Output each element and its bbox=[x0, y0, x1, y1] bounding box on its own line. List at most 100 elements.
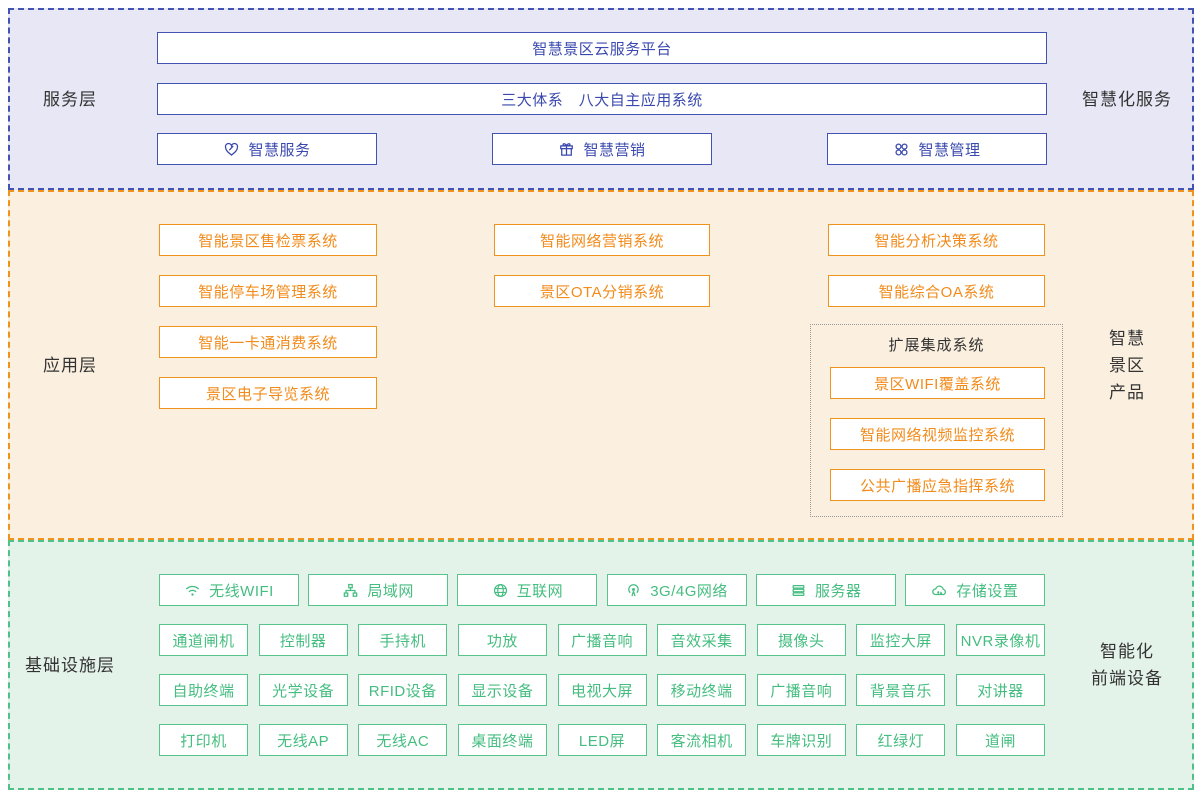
smart-management-box: 智慧管理 bbox=[827, 133, 1047, 165]
infrastructure-layer-label: 基础设施层 bbox=[10, 542, 130, 788]
extension-systems-group: 扩展集成系统 景区WIFI覆盖系统 智能网络视频监控系统 公共广播应急指挥系统 bbox=[810, 324, 1063, 517]
infrastructure-layer-right-label: 智能化 前端设备 bbox=[1062, 542, 1192, 788]
infrastructure-layer: 基础设施层 智能化 前端设备 无线WIFI bbox=[8, 540, 1194, 790]
box-label: 智能综合OA系统 bbox=[878, 283, 995, 301]
right-label-line: 智能化 bbox=[1100, 642, 1154, 661]
smart-marketing-box: 智慧营销 bbox=[492, 133, 712, 165]
box-label: 移动终端 bbox=[670, 682, 733, 700]
box-label: 道闸 bbox=[984, 732, 1016, 750]
box-label: 存储设置 bbox=[956, 582, 1019, 600]
four-circles-icon bbox=[893, 141, 910, 158]
device-box: 对讲器 bbox=[956, 674, 1045, 706]
device-box: 红绿灯 bbox=[856, 724, 946, 756]
box-label: 互联网 bbox=[516, 582, 564, 600]
box-label: 显示设备 bbox=[471, 682, 534, 700]
device-box: 功放 bbox=[457, 624, 547, 656]
lan-box: 局域网 bbox=[308, 574, 449, 606]
box-label: 服务器 bbox=[814, 582, 862, 600]
broadcast-emergency-system-box: 公共广播应急指挥系统 bbox=[830, 469, 1045, 501]
extension-group-title: 扩展集成系统 bbox=[888, 337, 985, 354]
device-box: NVR录像机 bbox=[956, 624, 1045, 656]
device-box: 背景音乐 bbox=[856, 674, 946, 706]
box-label: 智能一卡通消费系统 bbox=[198, 334, 338, 352]
right-label-line: 前端设备 bbox=[1091, 669, 1163, 688]
heart-icon bbox=[223, 141, 240, 158]
mobile-network-box: 3G/4G网络 bbox=[606, 574, 747, 606]
storage-box: 存储设置 bbox=[904, 574, 1045, 606]
device-box: LED屏 bbox=[557, 724, 647, 756]
box-label: 无线AP bbox=[277, 732, 330, 750]
box-label: 客流相机 bbox=[670, 732, 733, 750]
systems-summary-box: 三大体系 八大自主应用系统 bbox=[157, 83, 1047, 115]
service-layer: 服务层 智慧化服务 智慧景区云服务平台 三大体系 八大自主应用系统 智慧服务 bbox=[8, 8, 1194, 190]
device-box: 桌面终端 bbox=[457, 724, 547, 756]
box-label: 红绿灯 bbox=[877, 732, 925, 750]
box-label: 智能网络营销系统 bbox=[539, 232, 664, 250]
box-label: 车牌识别 bbox=[770, 732, 833, 750]
server-icon bbox=[790, 582, 807, 599]
video-surveillance-system-box: 智能网络视频监控系统 bbox=[830, 418, 1045, 450]
parking-system-box: 智能停车场管理系统 bbox=[159, 275, 377, 307]
network-row: 无线WIFI 局域网 bbox=[159, 574, 1045, 606]
application-layer: 应用层 智慧 景区 产品 智能景区售检票系统 智能停车场管理系统 智能一卡通消费… bbox=[8, 190, 1194, 540]
box-label: 广播音响 bbox=[570, 632, 633, 650]
smart-service-label: 智慧服务 bbox=[248, 141, 311, 159]
wireless-wifi-box: 无线WIFI bbox=[159, 574, 299, 606]
wifi-coverage-system-box: 景区WIFI覆盖系统 bbox=[830, 367, 1045, 399]
device-box: 客流相机 bbox=[657, 724, 747, 756]
device-box: 自助终端 bbox=[159, 674, 248, 706]
box-label: 智能停车场管理系统 bbox=[198, 283, 338, 301]
box-label: 通道闸机 bbox=[172, 632, 235, 650]
device-box: 摄像头 bbox=[756, 624, 846, 656]
box-label: RFID设备 bbox=[368, 682, 437, 700]
box-label: 智能分析决策系统 bbox=[874, 232, 999, 250]
lan-icon bbox=[342, 582, 359, 599]
box-label: 景区电子导览系统 bbox=[205, 385, 330, 403]
device-box: 电视大屏 bbox=[557, 674, 647, 706]
ota-distribution-system-box: 景区OTA分销系统 bbox=[494, 275, 710, 307]
device-row-1: 通道闸机 控制器 手持机 功放 广播音响 音效采集 摄像头 监控大屏 NVR录像… bbox=[159, 624, 1045, 656]
right-label-line: 景区 bbox=[1109, 355, 1145, 375]
device-box: 移动终端 bbox=[657, 674, 747, 706]
right-label-line: 产品 bbox=[1109, 382, 1145, 402]
service-layer-right-label-text: 智慧化服务 bbox=[1082, 89, 1172, 109]
box-label: 监控大屏 bbox=[869, 632, 932, 650]
smart-marketing-label: 智慧营销 bbox=[583, 141, 646, 159]
cloud-storage-icon bbox=[931, 582, 948, 599]
cloud-platform-label: 智慧景区云服务平台 bbox=[532, 40, 672, 58]
device-box: 道闸 bbox=[956, 724, 1045, 756]
server-box: 服务器 bbox=[755, 574, 896, 606]
box-label: 控制器 bbox=[279, 632, 327, 650]
box-label: 无线WIFI bbox=[209, 582, 274, 600]
wifi-icon bbox=[184, 582, 201, 599]
smart-management-label: 智慧管理 bbox=[918, 141, 981, 159]
device-row-2: 自助终端 光学设备 RFID设备 显示设备 电视大屏 移动终端 广播音响 背景音… bbox=[159, 674, 1045, 706]
device-box: 音效采集 bbox=[657, 624, 747, 656]
device-box: 广播音响 bbox=[756, 674, 846, 706]
box-label: 自助终端 bbox=[172, 682, 235, 700]
infrastructure-layer-label-text: 基础设施层 bbox=[25, 655, 115, 675]
box-label: 背景音乐 bbox=[869, 682, 932, 700]
box-label: 公共广播应急指挥系统 bbox=[859, 477, 1015, 495]
ticketing-system-box: 智能景区售检票系统 bbox=[159, 224, 377, 256]
systems-summary-label: 三大体系 八大自主应用系统 bbox=[501, 91, 703, 109]
box-label: LED屏 bbox=[578, 732, 626, 750]
application-layer-label: 应用层 bbox=[10, 192, 130, 538]
box-label: 摄像头 bbox=[777, 632, 825, 650]
oa-system-box: 智能综合OA系统 bbox=[828, 275, 1045, 307]
device-row-3: 打印机 无线AP 无线AC 桌面终端 LED屏 客流相机 车牌识别 红绿灯 道闸 bbox=[159, 724, 1045, 756]
right-label-line: 智慧 bbox=[1109, 328, 1145, 348]
device-box: 通道闸机 bbox=[159, 624, 248, 656]
device-box: 监控大屏 bbox=[856, 624, 946, 656]
box-label: 广播音响 bbox=[770, 682, 833, 700]
box-label: 对讲器 bbox=[977, 682, 1024, 700]
box-label: NVR录像机 bbox=[960, 632, 1041, 650]
signal-icon bbox=[625, 582, 642, 599]
onecard-system-box: 智能一卡通消费系统 bbox=[159, 326, 377, 358]
box-label: 电视大屏 bbox=[570, 682, 633, 700]
application-layer-right-label: 智慧 景区 产品 bbox=[1062, 192, 1192, 538]
device-box: 无线AP bbox=[258, 724, 348, 756]
cloud-platform-box: 智慧景区云服务平台 bbox=[157, 32, 1047, 64]
box-label: 桌面终端 bbox=[471, 732, 534, 750]
